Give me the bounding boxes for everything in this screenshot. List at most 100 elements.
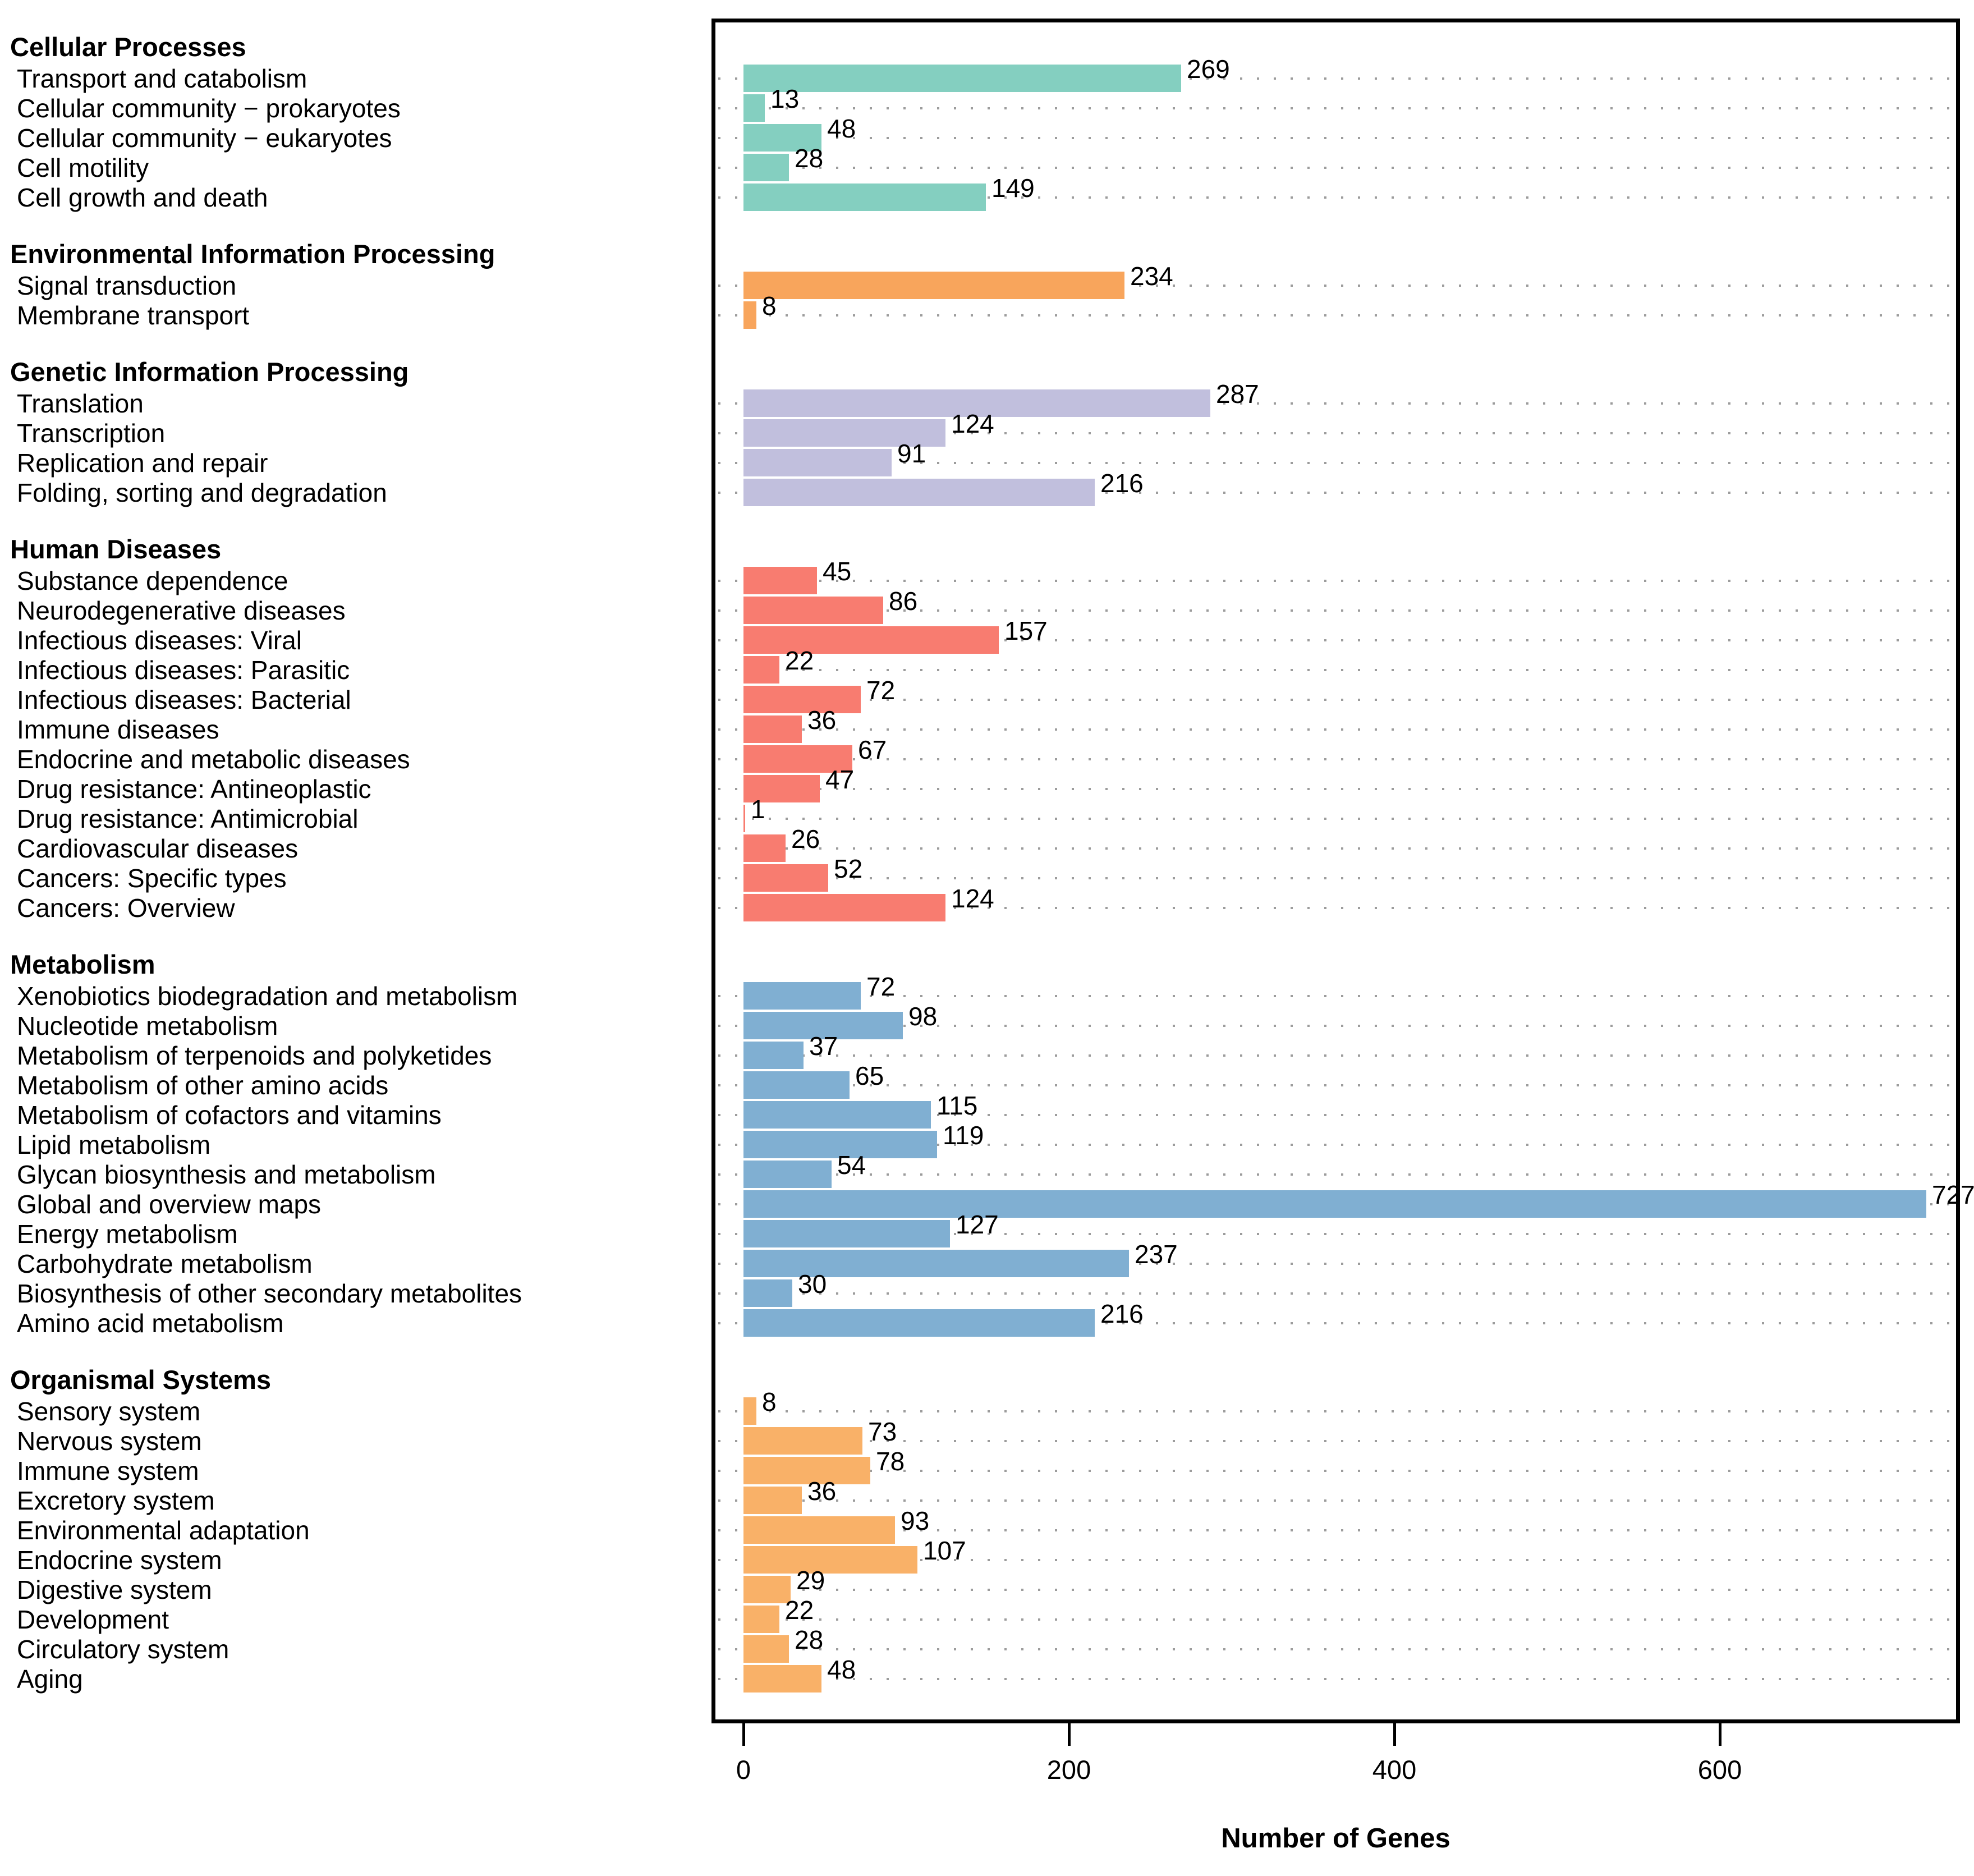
bar-value: 727 — [1932, 1180, 1974, 1209]
pathway-label: Excretory system — [17, 1485, 215, 1515]
pathway-label: Nervous system — [17, 1426, 202, 1456]
bar — [743, 94, 765, 122]
bar-value: 26 — [791, 824, 820, 854]
table-row: Neurodegenerative diseases 86 — [0, 587, 1974, 625]
pathway-label: Immune diseases — [17, 714, 219, 744]
bar — [743, 1427, 862, 1455]
bar-value: 237 — [1135, 1240, 1178, 1269]
pathway-label: Glycan biosynthesis and metabolism — [17, 1159, 436, 1189]
category-header: Cellular Processes — [10, 32, 246, 62]
bar — [743, 1457, 870, 1484]
category-header: Environmental Information Processing — [10, 239, 495, 269]
bar — [743, 567, 817, 594]
pathway-label: Energy metabolism — [17, 1219, 238, 1249]
bar-value: 287 — [1216, 379, 1259, 409]
gridline — [718, 1263, 1954, 1265]
bar — [743, 1635, 789, 1663]
bar-value: 107 — [923, 1536, 966, 1565]
bar-value: 28 — [795, 144, 824, 173]
pathway-label: Biosynthesis of other secondary metaboli… — [17, 1278, 522, 1308]
pathway-label: Amino acid metabolism — [17, 1308, 284, 1338]
gridline — [718, 1410, 1954, 1412]
bar-value: 48 — [827, 1655, 856, 1684]
bar-value: 1 — [751, 795, 765, 824]
bar-value: 115 — [936, 1091, 978, 1120]
table-row: Biosynthesis of other secondary metaboli… — [0, 1270, 1974, 1308]
bar-value: 45 — [823, 557, 852, 586]
gridline — [718, 1054, 1954, 1057]
x-axis-tick — [1068, 1723, 1071, 1746]
table-row: Amino acid metabolism 216 — [0, 1300, 1974, 1338]
pathway-label: Endocrine and metabolic diseases — [17, 744, 410, 774]
bar — [743, 124, 821, 152]
pathway-label: Nucleotide metabolism — [17, 1011, 278, 1040]
pathway-label: Cardiovascular diseases — [17, 833, 299, 863]
bar-value: 67 — [858, 735, 887, 764]
bar-value: 234 — [1130, 262, 1173, 291]
category-header: Metabolism — [10, 950, 155, 979]
bar — [743, 982, 861, 1010]
bar — [743, 864, 828, 892]
bar-value: 36 — [807, 1476, 837, 1506]
pathway-label: Neurodegenerative diseases — [17, 595, 346, 625]
gridline — [718, 758, 1954, 760]
gridline — [718, 877, 1954, 879]
bar — [743, 686, 861, 713]
x-axis-tick-label: 0 — [736, 1755, 751, 1785]
bar — [743, 597, 883, 624]
pathway-label: Infectious diseases: Parasitic — [17, 655, 350, 685]
pathway-label: Membrane transport — [17, 300, 250, 330]
bar — [743, 1161, 832, 1188]
pathway-label: Cancers: Overview — [17, 893, 235, 923]
gridline — [718, 77, 1954, 80]
x-axis-tick — [1393, 1723, 1396, 1746]
gridline — [718, 314, 1954, 317]
bar-value: 48 — [827, 114, 856, 143]
gridline — [718, 1618, 1954, 1621]
pathway-label: Drug resistance: Antimicrobial — [17, 804, 359, 833]
pathway-label: Signal transduction — [17, 270, 237, 300]
bar — [743, 184, 986, 211]
bar — [743, 1279, 792, 1307]
bar-value: 13 — [770, 84, 800, 113]
pathway-label: Folding, sorting and degradation — [17, 478, 387, 507]
pathway-label: Cell growth and death — [17, 182, 268, 212]
bar-value: 157 — [1004, 616, 1048, 645]
pathway-label: Cellular community − eukaryotes — [17, 123, 392, 153]
bar — [743, 1487, 802, 1514]
category-header: Human Diseases — [10, 534, 222, 564]
bar — [743, 1309, 1095, 1337]
bar-value: 269 — [1187, 54, 1230, 84]
bar — [743, 154, 789, 181]
pathway-label: Transcription — [17, 418, 166, 448]
table-row: Signal transduction 234 — [0, 262, 1974, 300]
bar-value: 72 — [866, 972, 896, 1001]
gridline — [718, 1322, 1954, 1324]
pathway-label: Development — [17, 1604, 169, 1634]
gridline — [718, 285, 1954, 287]
bar-value: 216 — [1100, 1299, 1144, 1328]
bar-value: 86 — [889, 586, 918, 616]
gridline — [718, 1529, 1954, 1531]
table-row: Metabolism of terpenoids and polyketides… — [0, 1032, 1974, 1070]
gridline — [718, 639, 1954, 641]
bar — [743, 834, 786, 862]
bar-value: 73 — [868, 1417, 897, 1446]
bar — [743, 626, 999, 654]
gridline — [718, 1233, 1954, 1235]
pathway-label: Metabolism of other amino acids — [17, 1070, 389, 1100]
bar-value: 124 — [951, 884, 994, 913]
bar — [743, 1012, 903, 1039]
